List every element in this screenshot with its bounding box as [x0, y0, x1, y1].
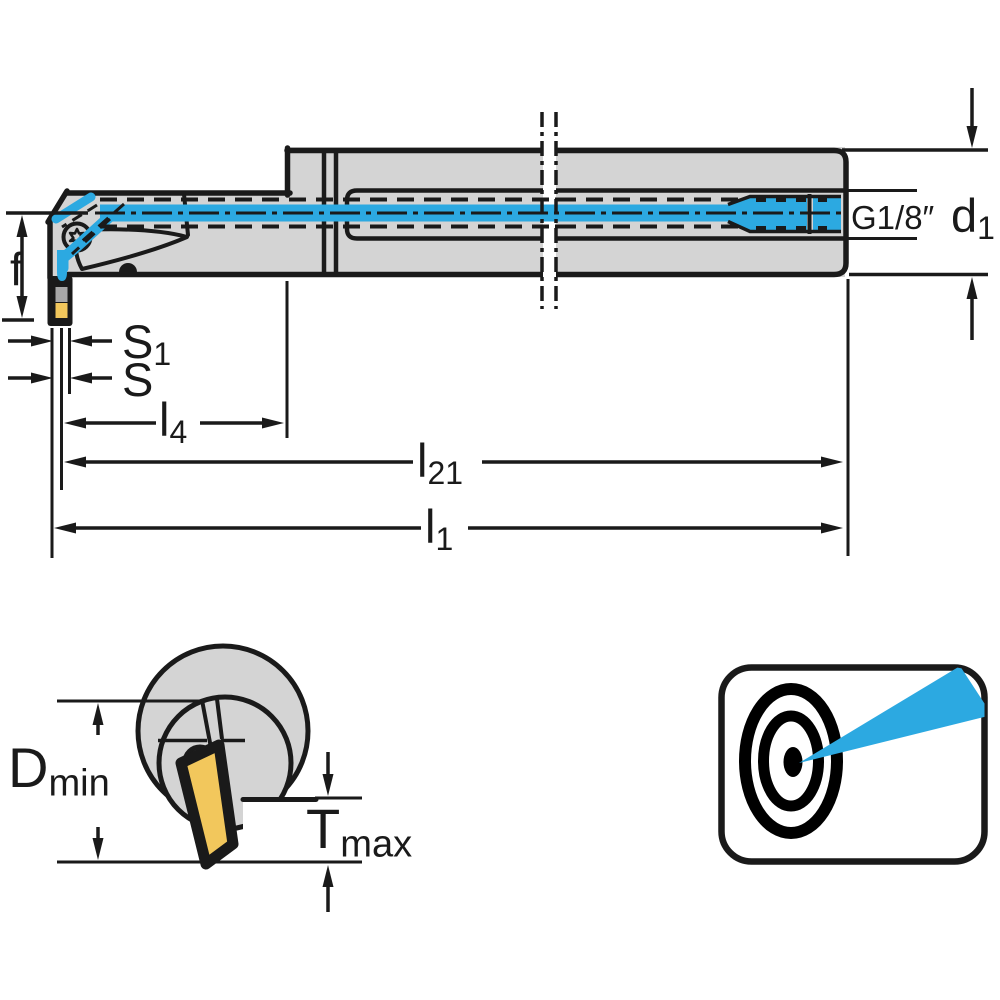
side-view-dimensions [2, 88, 988, 558]
front-view [57, 643, 393, 912]
dim-label-d1: d1 [951, 189, 995, 247]
precision-coolant-target-icon [718, 664, 988, 865]
coolant-jet [799, 667, 985, 763]
dim-label-s1: S1 [122, 315, 172, 373]
insert-front [175, 739, 239, 870]
dim-label-tmax: Tmax [306, 797, 413, 866]
dim-label-thread: G1/8″ [851, 199, 935, 236]
dim-label-l4: l4 [159, 393, 188, 451]
thread-teeth [756, 196, 827, 232]
front-view-dimensions [57, 699, 362, 912]
coolant-channel [51, 192, 841, 281]
break-lines [540, 112, 560, 310]
insert-side [55, 303, 68, 318]
dim-label-s: S [122, 353, 154, 406]
dim-label-f: f [10, 243, 23, 295]
dim-label-dmin: Dmin [8, 736, 110, 805]
dim-label-l21: l21 [417, 434, 463, 492]
dim-label-l1: l1 [425, 500, 454, 558]
target-rings [739, 683, 843, 839]
